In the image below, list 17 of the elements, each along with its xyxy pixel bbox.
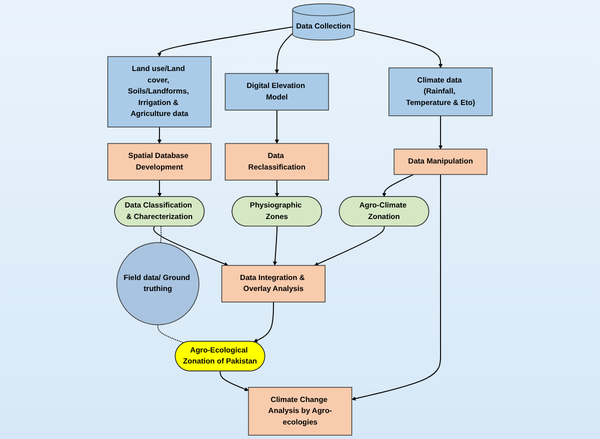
arrow <box>153 226 228 266</box>
arrow <box>157 26 294 57</box>
arrow <box>354 28 443 68</box>
arrow <box>158 180 162 197</box>
connector <box>157 324 184 344</box>
arrow <box>274 110 279 144</box>
arrow <box>220 370 249 392</box>
arrow <box>352 174 442 401</box>
arrow <box>314 226 385 266</box>
arrow <box>272 226 278 266</box>
arrow <box>253 302 274 342</box>
connector <box>160 226 162 244</box>
arrow <box>438 115 443 150</box>
arrow <box>274 180 280 197</box>
arrow <box>274 32 294 74</box>
arrow <box>382 174 414 197</box>
arrow <box>157 126 162 144</box>
